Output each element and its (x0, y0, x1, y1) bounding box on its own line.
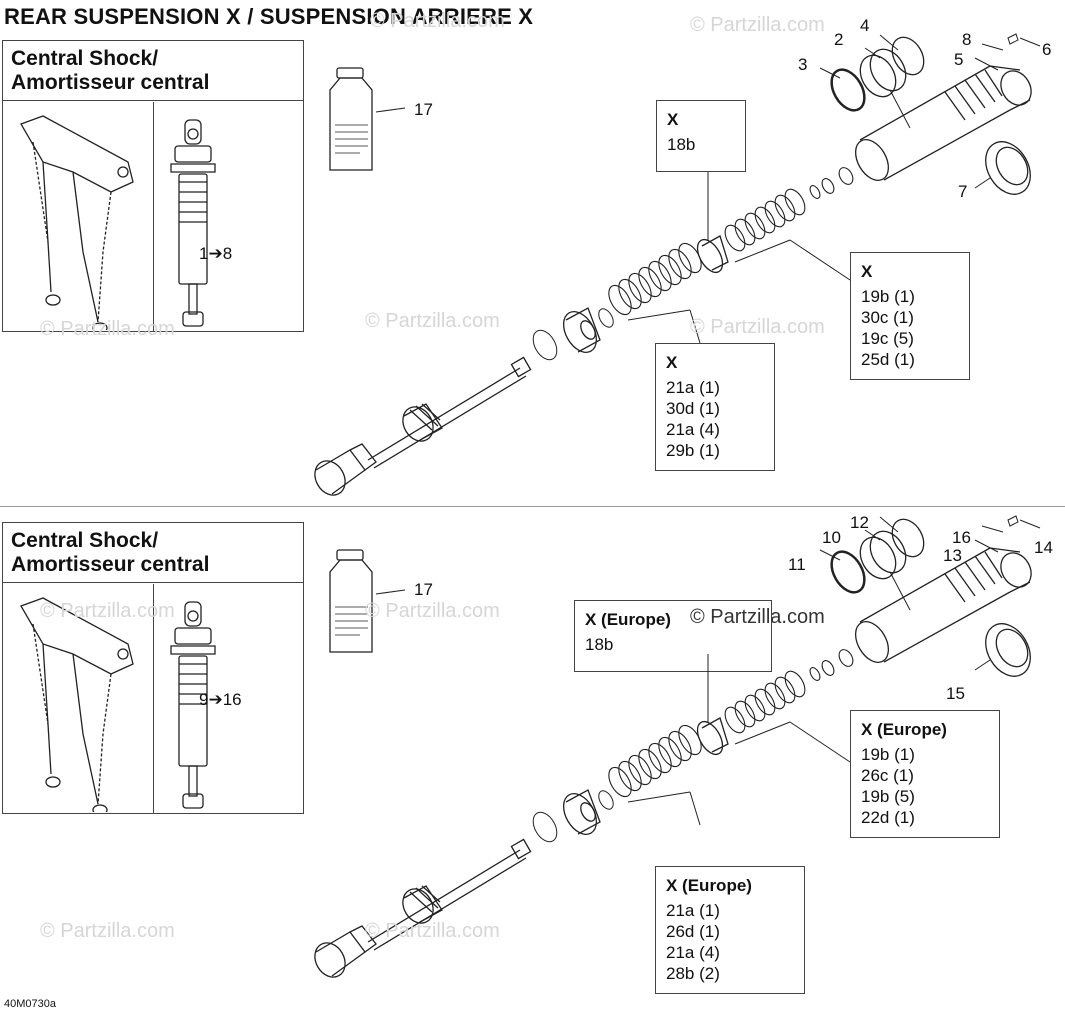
kit-title: X (666, 353, 678, 372)
callout-number: 10 (822, 528, 841, 547)
kit-title: X (Europe) (861, 720, 947, 739)
watermark: © Partzilla.com (690, 606, 825, 628)
watermark: © Partzilla.com (40, 318, 175, 340)
thumbnail-divider (153, 584, 154, 813)
callout-number: 11 (788, 555, 806, 574)
watermark: © Partzilla.com (365, 600, 500, 622)
kit-item: 30c (1) (861, 308, 914, 327)
central-shock-box-heading: Central Shock/ Amortisseur central (3, 523, 303, 583)
kit-title: X (Europe) (666, 876, 752, 895)
vehicle-thumbnails: 9➔16 (3, 584, 303, 816)
kit-item: 19b (1) (861, 287, 915, 306)
watermark: © Partzilla.com (365, 920, 500, 942)
central-shock-title-fr: Amortisseur central (11, 71, 210, 94)
central-shock-title-en: Central Shock/ (11, 529, 159, 552)
kit-item: 26c (1) (861, 766, 914, 785)
kit-item: 26d (1) (666, 922, 720, 941)
kit-box-right: X (Europe) 19b (1) 26c (1) 19b (5) 22d (… (850, 710, 1000, 838)
thumbnail-divider (153, 102, 154, 331)
callout-number: 2 (834, 30, 844, 49)
kit-item: 18b (585, 635, 614, 654)
watermark: © Partzilla.com (40, 920, 175, 942)
central-shock-title-fr: Amortisseur central (11, 553, 210, 576)
vehicle-thumbnails: 1➔8 (3, 102, 303, 334)
callout-number: 4 (860, 16, 870, 35)
kit-item: 30d (1) (666, 399, 720, 418)
callout-number: 15 (946, 684, 965, 703)
callout-number: 16 (952, 528, 971, 547)
kit-box-right: X 19b (1) 30c (1) 19c (5) 25d (1) (850, 252, 970, 380)
kit-item: 29b (1) (666, 441, 720, 460)
callout-number: 14 (1034, 538, 1053, 557)
kit-title: X (667, 110, 679, 129)
range-label: 1➔8 (199, 244, 233, 263)
kit-item: 21a (4) (666, 943, 720, 962)
suspension-frame-thumbnail (20, 597, 216, 816)
kit-box-18b: X (Europe) 18b (574, 600, 772, 672)
kit-box-bottom: X 21a (1) 30d (1) 21a (4) 29b (1) (655, 343, 775, 471)
section-divider (0, 506, 1065, 507)
kit-item: 19b (5) (861, 787, 915, 806)
callout-number: 17 (414, 100, 433, 119)
callout-number: 8 (962, 30, 972, 49)
central-shock-box-2: Central Shock/ Amortisseur central (2, 522, 304, 816)
watermark: © Partzilla.com (690, 316, 825, 338)
watermark: © Partzilla.com (40, 600, 175, 622)
watermark: © Partzilla.com (365, 310, 500, 332)
page-title: REAR SUSPENSION X / SUSPENSION ARRIERE X (4, 4, 534, 29)
callout-number: 3 (798, 55, 808, 74)
kit-title: X (Europe) (585, 610, 671, 629)
central-shock-title-en: Central Shock/ (11, 47, 159, 70)
range-label: 9➔16 (199, 690, 242, 709)
suspension-frame-thumbnail (20, 115, 216, 334)
callout-number: 7 (958, 182, 968, 201)
kit-item: 18b (667, 135, 696, 154)
callout-number: 12 (850, 513, 869, 532)
kit-title: X (861, 262, 873, 281)
watermark: © Partzilla.com (370, 10, 505, 32)
central-shock-box-heading: Central Shock/ Amortisseur central (3, 41, 303, 101)
kit-item: 21a (1) (666, 901, 720, 920)
drawing-code: 40M0730a (4, 998, 56, 1010)
kit-box-18b: X 18b (656, 100, 746, 172)
kit-item: 19b (1) (861, 745, 915, 764)
kit-item: 19c (5) (861, 329, 914, 348)
central-shock-box-1: Central Shock/ Amortisseur central (2, 40, 304, 334)
callout-number: 5 (954, 50, 964, 69)
kit-item: 25d (1) (861, 350, 915, 369)
callout-number: 6 (1042, 40, 1052, 59)
watermark: © Partzilla.com (690, 14, 825, 36)
kit-box-bottom: X (Europe) 21a (1) 26d (1) 21a (4) 28b (… (655, 866, 805, 994)
kit-item: 21a (4) (666, 420, 720, 439)
callout-number: 13 (943, 546, 962, 565)
kit-item: 21a (1) (666, 378, 720, 397)
callout-number: 17 (414, 580, 433, 599)
kit-item: 28b (2) (666, 964, 720, 983)
kit-item: 22d (1) (861, 808, 915, 827)
